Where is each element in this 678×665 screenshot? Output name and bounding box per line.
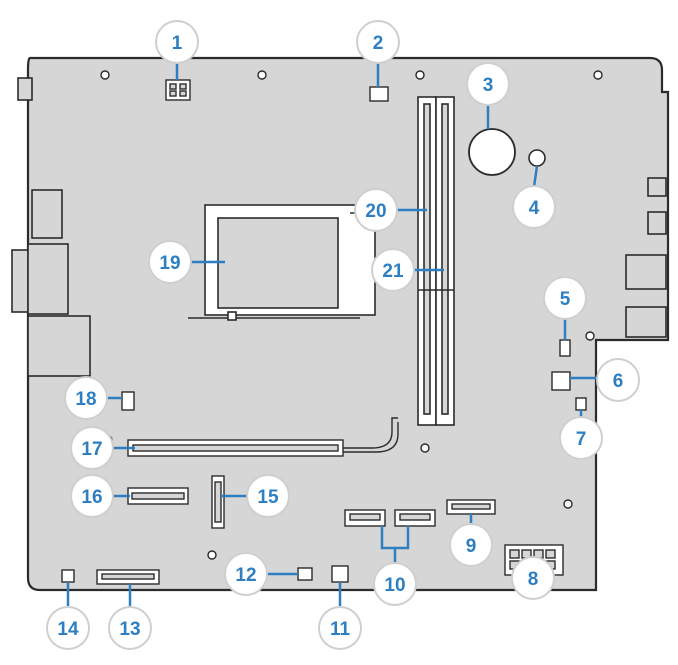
callout-number: 18 xyxy=(75,389,96,410)
callout-5: 5 xyxy=(543,276,587,320)
callout-number: 5 xyxy=(560,289,571,310)
callout-number: 16 xyxy=(81,487,102,508)
callout-circle xyxy=(449,523,493,567)
connector-12-header xyxy=(297,567,313,581)
rear-io-right xyxy=(625,177,667,338)
callout-2: 2 xyxy=(356,20,400,64)
callout-11: 11 xyxy=(318,606,362,650)
callout-15: 15 xyxy=(246,474,290,518)
callout-circle xyxy=(354,188,398,232)
coin-cell-battery xyxy=(468,128,516,176)
callout-16: 16 xyxy=(70,474,114,518)
connector-13-header xyxy=(96,569,160,585)
m2-slot xyxy=(211,475,225,529)
callout-number: 17 xyxy=(81,439,102,460)
callout-14: 14 xyxy=(46,606,90,650)
callout-3: 3 xyxy=(466,62,510,106)
callout-18: 18 xyxy=(64,376,108,420)
callout-circle xyxy=(356,20,400,64)
sata-connector-left xyxy=(344,509,386,527)
callout-number: 10 xyxy=(384,575,405,596)
connector-2-header xyxy=(369,86,389,102)
callout-circle xyxy=(543,276,587,320)
callout-number: 7 xyxy=(576,429,587,450)
callout-circle xyxy=(148,240,192,284)
callout-number: 8 xyxy=(528,569,539,590)
connector-14-header xyxy=(61,569,75,583)
dimm-slot-right xyxy=(435,96,455,426)
pcie-x1-slot xyxy=(127,487,189,505)
callout-number: 20 xyxy=(365,201,386,222)
callout-circle xyxy=(373,562,417,606)
callout-circle xyxy=(64,376,108,420)
connector-5-header xyxy=(559,339,571,357)
callout-circle xyxy=(246,474,290,518)
callout-circle xyxy=(512,185,556,229)
callout-circle xyxy=(596,358,640,402)
callout-9: 9 xyxy=(449,523,493,567)
callout-21: 21 xyxy=(371,248,415,292)
connector-11-header xyxy=(331,565,349,583)
callout-number: 11 xyxy=(330,619,351,640)
callout-19: 19 xyxy=(148,240,192,284)
callout-number: 19 xyxy=(159,253,180,274)
callout-circle xyxy=(559,416,603,460)
callout-4: 4 xyxy=(512,185,556,229)
callout-number: 6 xyxy=(613,371,624,392)
callout-1: 1 xyxy=(155,20,199,64)
callout-number: 14 xyxy=(57,619,79,640)
callout-number: 13 xyxy=(119,619,140,640)
callout-number: 21 xyxy=(382,261,404,282)
callout-number: 12 xyxy=(235,565,256,586)
dimm-slot-left xyxy=(417,96,437,426)
connector-9-header xyxy=(446,499,496,515)
callout-circle xyxy=(371,248,415,292)
cpu-socket xyxy=(188,204,376,321)
callout-number: 2 xyxy=(373,33,384,54)
leader-lines xyxy=(66,58,598,606)
callout-8: 8 xyxy=(511,556,555,600)
callout-12: 12 xyxy=(224,552,268,596)
callout-circle xyxy=(318,606,362,650)
callout-number: 4 xyxy=(529,198,540,219)
rear-io-left xyxy=(11,77,91,377)
connector-7-header xyxy=(575,397,587,411)
small-round-component xyxy=(528,149,546,167)
callout-number: 15 xyxy=(257,487,279,508)
cpu-power-connector xyxy=(165,79,191,101)
callout-6: 6 xyxy=(596,358,640,402)
connector-6-header xyxy=(551,371,571,391)
callout-circle xyxy=(511,556,555,600)
sata-connector-right xyxy=(394,509,436,527)
callout-circle xyxy=(466,62,510,106)
callout-number: 9 xyxy=(466,536,477,557)
callout-circle xyxy=(155,20,199,64)
callout-7: 7 xyxy=(559,416,603,460)
callout-17: 17 xyxy=(70,426,114,470)
callout-13: 13 xyxy=(108,606,152,650)
callout-number: 1 xyxy=(172,33,183,54)
callout-circle xyxy=(70,426,114,470)
callout-circle xyxy=(108,606,152,650)
connector-18-header xyxy=(121,391,135,411)
callout-10: 10 xyxy=(373,562,417,606)
callout-circle xyxy=(224,552,268,596)
callout-number: 3 xyxy=(483,75,494,96)
callout-circle xyxy=(46,606,90,650)
motherboard-outline xyxy=(26,56,670,592)
callout-circle xyxy=(70,474,114,518)
callout-20: 20 xyxy=(354,188,398,232)
